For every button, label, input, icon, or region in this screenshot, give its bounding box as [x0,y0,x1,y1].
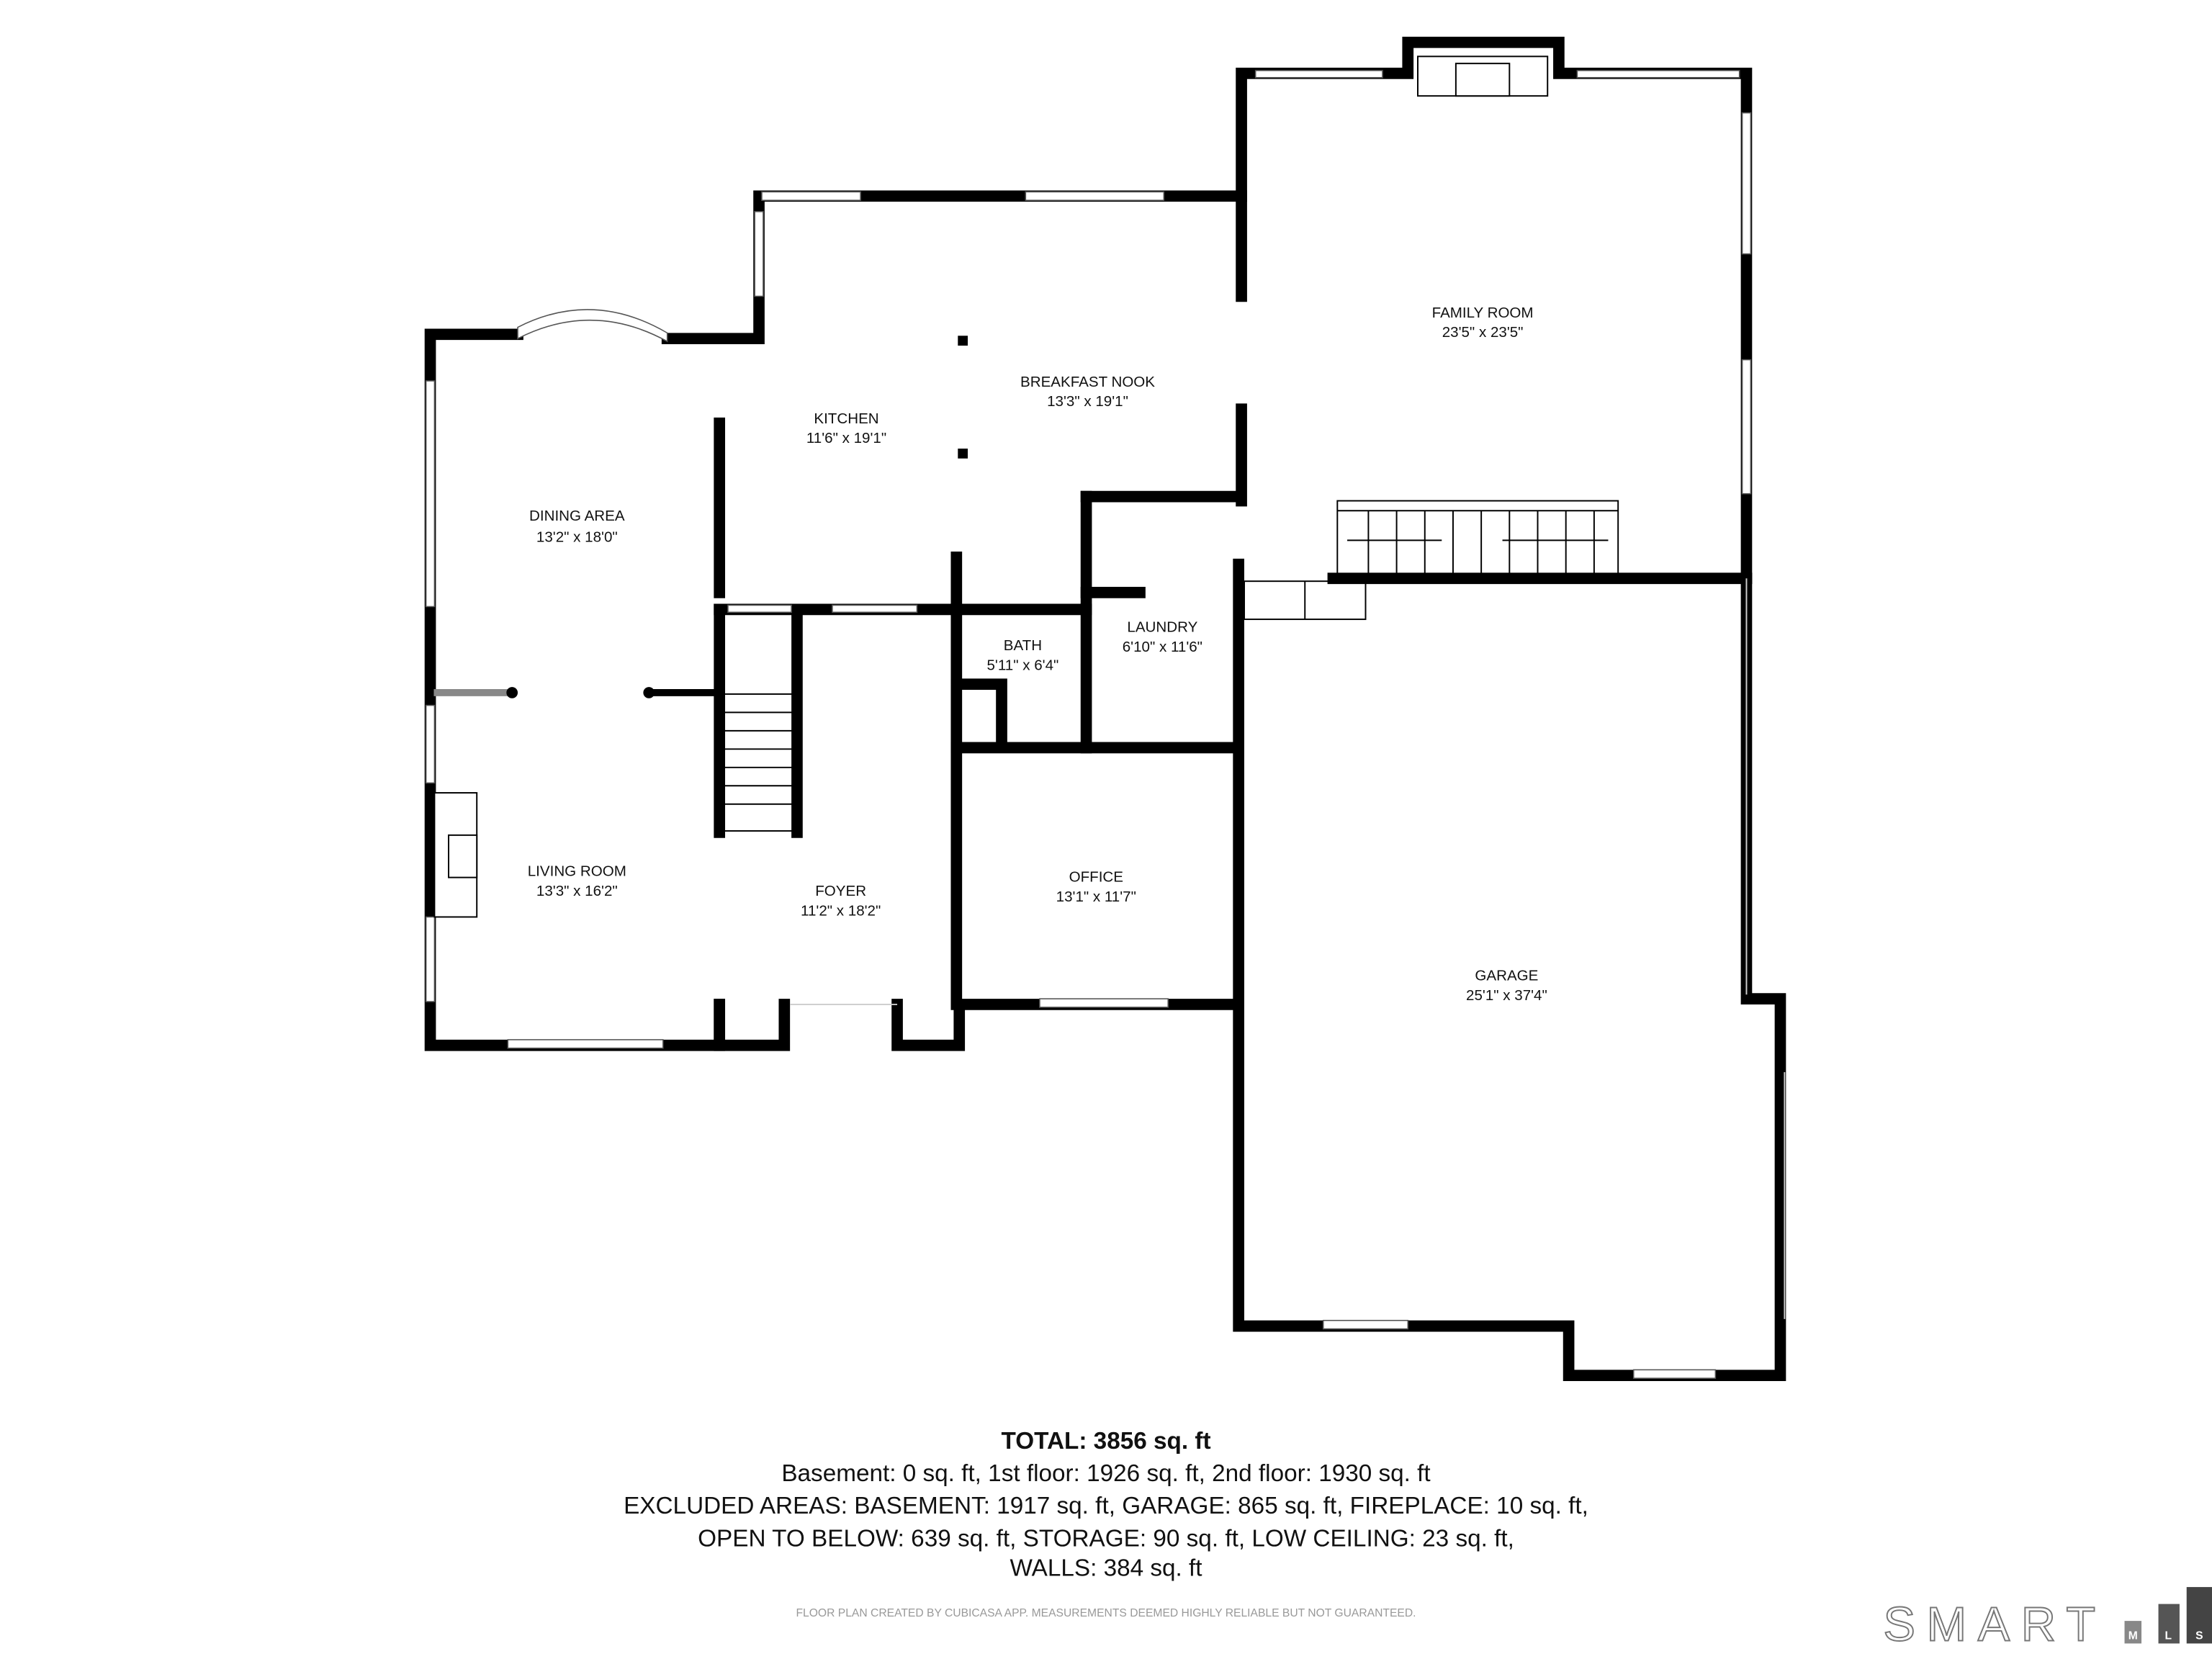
excluded-areas-line-1: EXCLUDED AREAS: BASEMENT: 1917 sq. ft, G… [624,1493,1588,1519]
laundry-size: 6'10" x 11'6" [1123,639,1202,655]
stairs [721,500,1619,832]
breakfast-nook-size: 13'3" x 19'1" [1047,393,1128,410]
excluded-areas-line-2: OPEN TO BELOW: 639 sq. ft, STORAGE: 90 s… [698,1525,1514,1552]
logo-s: S [2195,1630,2203,1642]
breakfast-nook-name: BREAKFAST NOOK [1020,374,1155,390]
foyer-size: 11'2" x 18'2" [801,903,881,920]
excluded-areas-line-3: WALLS: 384 sq. ft [1010,1555,1202,1581]
bath-name: BATH [1004,637,1042,654]
office-name: OFFICE [1069,868,1123,885]
floor-areas: Basement: 0 sq. ft, 1st floor: 1926 sq. … [781,1460,1430,1487]
family-room-size: 23'5" x 23'5" [1442,324,1524,341]
garage-name: GARAGE [1475,968,1538,984]
kitchen-name: KITCHEN [814,410,878,427]
logo-m: M [2128,1630,2138,1642]
dining-area-name: DINING AREA [529,508,625,524]
office-size: 13'1" x 11'7" [1056,889,1136,905]
logo-l: L [2164,1630,2172,1642]
foyer-name: FOYER [815,883,866,899]
walls [424,36,1786,1382]
logo-word: SMART [1884,1599,2107,1652]
living-room-name: LIVING ROOM [528,863,626,880]
area-summary: TOTAL: 3856 sq. ft Basement: 0 sq. ft, 1… [624,1428,1588,1619]
dining-area-size: 13'2" x 18'0" [536,529,618,545]
kitchen-size: 11'6" x 19'1" [806,430,886,446]
garage-size: 25'1" x 37'4" [1466,987,1547,1004]
fireplaces [433,55,1549,918]
room-labels: FAMILY ROOM 23'5" x 23'5" BREAKFAST NOOK… [528,305,1547,1004]
windows [425,70,1786,1379]
total-area: TOTAL: 3856 sq. ft [1001,1428,1210,1455]
smart-mls-logo: SMART M L S [1883,1587,2212,1653]
disclaimer: FLOOR PLAN CREATED BY CUBICASA APP. MEAS… [796,1607,1416,1619]
bath-size: 5'11" x 6'4" [987,657,1059,674]
living-room-size: 13'3" x 16'2" [536,883,618,899]
laundry-name: LAUNDRY [1127,619,1197,636]
family-room-name: FAMILY ROOM [1432,305,1534,321]
